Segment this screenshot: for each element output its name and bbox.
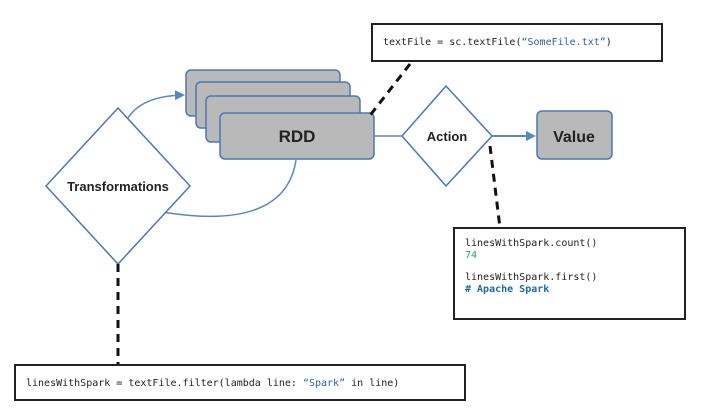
- textfile-code-string: “SomeFile.txt”: [521, 37, 606, 48]
- action-diamond: [401, 84, 494, 188]
- textfile-connector-dashed: [366, 63, 412, 119]
- action-code-connector-dashed: [488, 145, 502, 229]
- filter-code-box: linesWithSpark = textFile.filter(lambda …: [14, 364, 466, 401]
- count-call-line: linesWithSpark.count(): [465, 238, 598, 249]
- textfile-code-line: textFile = sc.textFile(“SomeFile.txt”): [383, 37, 661, 49]
- transformations-to-rdd-arrow: [127, 90, 185, 119]
- code-spacer: [465, 262, 684, 272]
- filter-code-line: linesWithSpark = textFile.filter(lambda …: [26, 378, 464, 390]
- transformations-label: Transformations: [67, 179, 169, 194]
- textfile-code-suffix: ): [605, 37, 612, 48]
- filter-code-string: “Spark”: [302, 378, 346, 389]
- first-result-line: # Apache Spark: [465, 284, 550, 295]
- textfile-code-box: textFile = sc.textFile(“SomeFile.txt”): [371, 23, 663, 62]
- value-node: [536, 110, 613, 160]
- action-code-box: linesWithSpark.count() 74 linesWithSpark…: [453, 227, 686, 320]
- filter-code-suffix: in line): [345, 378, 400, 389]
- textfile-code-prefix: textFile = sc.textFile(: [383, 37, 522, 48]
- action-label: Action: [427, 129, 468, 144]
- count-result-line: 74: [465, 250, 478, 261]
- filter-code-prefix: linesWithSpark = textFile.filter(lambda …: [26, 378, 303, 389]
- value-label: Value: [553, 129, 595, 146]
- rdd-label: RDD: [279, 127, 316, 146]
- rdd-to-transformations-curve: [161, 159, 297, 218]
- first-call-line: linesWithSpark.first(): [465, 272, 598, 283]
